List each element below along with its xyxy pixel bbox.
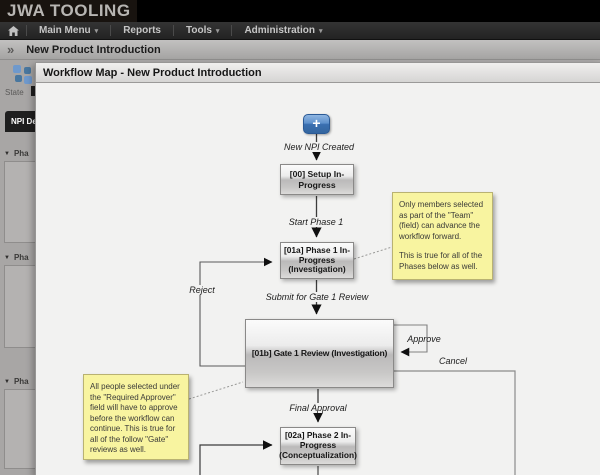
menu-item-reports[interactable]: Reports — [111, 22, 173, 40]
triangle-down-icon: ▼ — [4, 150, 10, 157]
edge-label-submit-gate-1: Submit for Gate 1 Review — [262, 292, 372, 302]
workflow-icon — [13, 65, 32, 84]
chevron-down-icon: ▾ — [215, 27, 220, 35]
note-paragraph: This is true for all of the Phases below… — [399, 251, 483, 271]
menu-separator — [172, 25, 174, 36]
menu-separator — [26, 25, 27, 36]
workflow-node-00-setup[interactable]: [00] Setup In-Progress — [280, 164, 354, 195]
section-label: Pha — [13, 377, 29, 386]
sticky-note-team-field[interactable]: Only members selected as part of the "Te… — [392, 192, 493, 280]
state-control-cut — [31, 86, 36, 96]
chevron-down-icon: ▾ — [94, 27, 99, 35]
menu-item-main-menu[interactable]: Main Menu ▾ — [27, 22, 110, 40]
workflow-node-01b-gate1[interactable]: [01b] Gate 1 Review (Investigation) — [245, 319, 394, 388]
menu-item-label: Tools — [185, 25, 212, 36]
breadcrumb-bar: » New Product Introduction — [0, 40, 600, 60]
dialog-title: Workflow Map - New Product Introduction — [43, 66, 262, 79]
edge-label-approve: Approve — [407, 334, 441, 344]
triangle-down-icon: ▼ — [4, 254, 10, 261]
top-bar: JWA TOOLING — [0, 0, 600, 22]
edge-label-start-phase-1: Start Phase 1 — [285, 217, 347, 227]
menu-item-tools[interactable]: Tools ▾ — [174, 22, 231, 40]
edge-label-cancel: Cancel — [438, 356, 468, 366]
menu-separator — [231, 25, 233, 36]
menu-item-label: Administration — [244, 25, 315, 36]
state-label: State — [5, 88, 24, 97]
sidebar-section-phase-3[interactable]: ▼ Pha — [4, 376, 74, 387]
menu-separator — [110, 25, 112, 36]
workflow-node-02a-phase2[interactable]: [02a] Phase 2 In-Progress (Conceptualiza… — [279, 427, 357, 465]
home-icon — [7, 25, 19, 36]
workflow-node-01a-phase1[interactable]: [01a] Phase 1 In-Progress (Investigation… — [280, 242, 354, 279]
note-paragraph: All people selected under the "Required … — [90, 382, 180, 455]
add-npi-button[interactable]: + — [303, 114, 330, 134]
chevron-down-icon: ▾ — [319, 27, 323, 35]
home-button[interactable] — [0, 25, 26, 36]
menu-item-label: Main Menu — [39, 25, 91, 36]
edge-label-new-npi-created: New NPI Created — [280, 142, 358, 152]
menu-item-administration[interactable]: Administration ▾ — [232, 22, 334, 40]
page-title: New Product Introduction — [26, 43, 161, 56]
menu-bar: Main Menu ▾ Reports Tools ▾ Administrati… — [0, 22, 600, 40]
note-paragraph: Only members selected as part of the "Te… — [399, 200, 484, 241]
app-logo: JWA TOOLING — [7, 1, 131, 20]
dialog-header[interactable]: Workflow Map - New Product Introduction — [36, 63, 600, 83]
section-label: Pha — [13, 149, 29, 158]
sidebar-section-phase-2[interactable]: ▼ Pha — [4, 252, 74, 263]
edge-label-final-approval: Final Approval — [286, 403, 350, 413]
menu-item-label: Reports — [123, 25, 161, 36]
triangle-down-icon: ▼ — [4, 378, 10, 385]
edge-label-reject: Reject — [186, 285, 218, 295]
double-chevron-icon[interactable]: » — [7, 42, 15, 57]
sidebar-section-phase-1[interactable]: ▼ Pha — [4, 148, 74, 159]
sticky-note-required-approver[interactable]: All people selected under the "Required … — [83, 374, 189, 460]
logo-block: JWA TOOLING — [0, 0, 137, 22]
section-label: Pha — [13, 253, 29, 262]
